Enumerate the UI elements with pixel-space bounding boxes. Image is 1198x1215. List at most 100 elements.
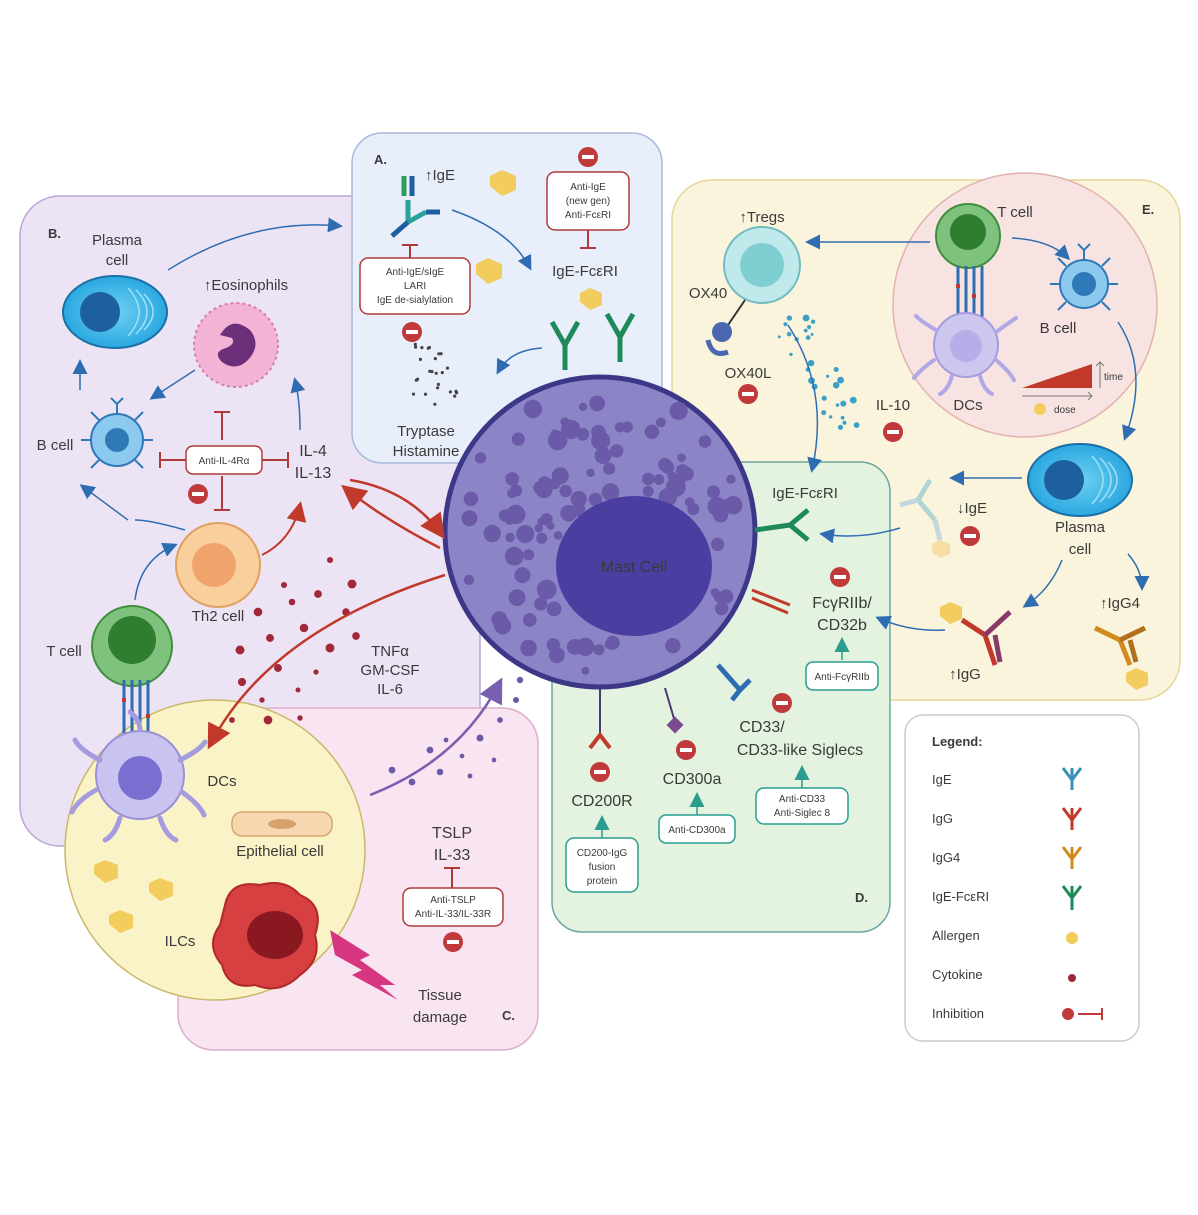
granule [534, 524, 543, 533]
legend-item-inhibition: Inhibition [932, 1006, 984, 1021]
granule [707, 485, 720, 499]
anti-ige-sige-box [359, 257, 471, 315]
anti-ige-new-line: Anti-IgE [570, 182, 606, 193]
granule [548, 647, 565, 664]
cytokine-dot [512, 696, 520, 704]
granule [561, 419, 581, 440]
il10-dot [853, 422, 860, 428]
granule [536, 579, 557, 600]
granule [684, 497, 695, 508]
t-cell-b-label: T cell [46, 643, 82, 660]
granule [559, 484, 572, 498]
mediator-dot [434, 371, 438, 375]
eosinophil-icon [193, 302, 279, 388]
mediator-dot [414, 378, 418, 382]
mediator-dot [440, 371, 444, 375]
il10-dot [802, 314, 810, 322]
mediator-dot [454, 389, 458, 393]
granule [581, 666, 590, 675]
mast-cell: Mast Cell [442, 374, 758, 690]
granule [505, 532, 515, 543]
anti-cd300a-box [658, 814, 736, 844]
granule [614, 422, 626, 433]
dcs-c-label: DCs [207, 773, 236, 790]
t-cell-e-label: T cell [997, 204, 1033, 221]
ox40l-label: OX40L [725, 365, 772, 382]
ox40-icon [712, 322, 732, 342]
mediator-dot [436, 382, 440, 386]
cytokine-dot [388, 766, 396, 774]
cytokine-dot [491, 757, 497, 763]
igg-label: ↑IgG [949, 666, 981, 683]
granule [507, 488, 517, 499]
il10-dot [833, 367, 839, 372]
igg4-label: ↑IgG4 [1100, 595, 1140, 612]
panel-a-content: ↑IgE Anti-IgE (new gen) Anti-FcεRI IgE-F… [359, 147, 630, 460]
granule [506, 504, 526, 525]
cytokine-dot [497, 717, 503, 723]
cytokine-dot [280, 581, 288, 589]
anti-tslp-line: Anti-IL-33/IL-33R [415, 909, 491, 920]
mediator-dot [418, 357, 422, 361]
mediator-dot [411, 392, 416, 396]
legend-item-ige-fceri: IgE-FcεRI [932, 889, 989, 904]
mediator-dot [439, 352, 443, 356]
legend-item-igg4: IgG4 [932, 850, 960, 865]
ige-low-antibody-icon [899, 478, 943, 541]
cytokine-dot [288, 598, 296, 606]
granule [610, 444, 624, 458]
cytokine-dot [253, 607, 263, 617]
granule [601, 483, 620, 501]
granule [718, 589, 734, 604]
panel-e-content: ↑Tregs OX40 OX40L IL-10 T cell DCs [689, 203, 1150, 690]
il10-dot [837, 376, 844, 384]
il10-dot [786, 331, 792, 337]
cd200-line: protein [587, 876, 618, 887]
legend-igg-icon [1061, 807, 1083, 830]
treg-cell-icon [723, 226, 801, 304]
granule [505, 472, 519, 486]
il6-label: IL-6 [377, 681, 403, 698]
il10-dot [842, 420, 847, 425]
granule [504, 546, 524, 566]
dose-time-ramp [1022, 364, 1092, 388]
granule [698, 435, 712, 448]
mediator-dot [420, 346, 424, 350]
panel-e-letter: E. [1142, 202, 1154, 217]
th2-cell-label: Th2 cell [192, 608, 245, 625]
granule [546, 601, 562, 617]
dc-cell-e-icon [912, 312, 1018, 396]
plasma-cell-e-label: Plasma [1055, 519, 1106, 536]
ilc-cell-icon [212, 882, 319, 990]
panel-b-letter: B. [48, 226, 61, 241]
il10-dot [786, 315, 793, 321]
cytokine-dot [325, 643, 335, 653]
anti-fcg-box [805, 661, 879, 691]
granule [548, 477, 561, 490]
il10-dot [821, 395, 827, 401]
cytokine-dot [326, 556, 334, 564]
anti-cd33-line: Anti-Siglec 8 [774, 808, 831, 819]
granule [588, 492, 603, 507]
mast-receptors [549, 312, 810, 750]
legend-box [904, 714, 1140, 1042]
mast-granules [461, 395, 743, 675]
mediator-dot [445, 366, 450, 370]
cd33-label: CD33-like Siglecs [737, 742, 863, 759]
granule [536, 532, 548, 544]
mediator-dot [453, 394, 457, 398]
il10-dot [828, 415, 833, 419]
tnfa-label: TNFα [371, 643, 409, 660]
cd300a-label: CD300a [663, 771, 722, 788]
tissue-damage-label: Tissue [418, 987, 462, 1004]
dose-label: dose [1054, 405, 1076, 416]
anti-fcg-label: Anti-FcγRIIb [814, 672, 869, 683]
granule [523, 613, 537, 627]
legend-ige-icon [1061, 767, 1083, 790]
granule [537, 476, 552, 490]
anti-ige-sige-line: Anti-IgE/sIgE [386, 267, 445, 278]
panel-a-letter: A. [374, 152, 387, 167]
granule [605, 635, 620, 650]
granule [514, 567, 531, 584]
legend-igg4-icon [1061, 846, 1083, 869]
